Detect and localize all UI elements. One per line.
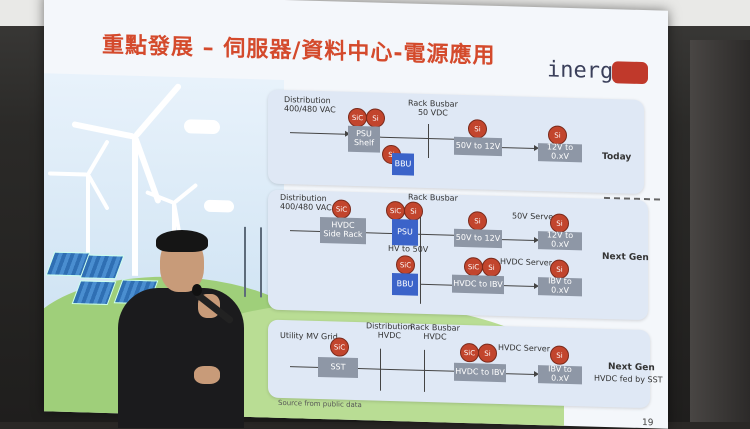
converter-12v-0xv: 12V to 0.xV <box>538 143 582 163</box>
connector-line <box>418 233 458 236</box>
bbu-box: BBU <box>392 273 418 296</box>
si-chip: Si <box>482 257 501 278</box>
sic-chip: SiC <box>348 107 367 128</box>
power-pylon <box>244 226 262 298</box>
page-number: 19 <box>642 417 654 429</box>
row-sublabel-sst: HVDC fed by SST <box>594 373 663 385</box>
hvdc-server-label: HVDC Server <box>498 342 551 354</box>
sst-box: SST <box>318 356 358 379</box>
si-chip: Si <box>468 119 487 139</box>
sic-chip: SiC <box>330 337 349 357</box>
cloud <box>204 199 234 213</box>
diagram-card-today: Distribution 400/480 VAC Rack Busbar 50 … <box>268 89 644 195</box>
busbar-label: Rack Busbar 50 VDC <box>408 98 458 118</box>
distribution-label: Distribution 400/480 VAC <box>280 192 332 213</box>
distribution-label: Distribution 400/480 VAC <box>284 94 336 115</box>
converter-ibv-0xv: IBV to 0.xV <box>538 277 582 297</box>
logo-badge <box>612 61 648 85</box>
diagram-card-nextgen: Distribution 400/480 VAC Rack Busbar SiC… <box>268 189 649 321</box>
si-chip: Si <box>366 108 385 128</box>
converter-ibv-0xv: IBV to 0.xV <box>538 365 582 385</box>
si-chip: Si <box>478 343 497 363</box>
side-wall <box>690 40 750 422</box>
converter-12v-0xv: 12V to 0.xV <box>538 231 582 251</box>
distribution-line <box>380 348 381 391</box>
busbar-hvdc-label: Rack Busbar HVDC <box>410 322 460 342</box>
row-label-nextgen: Next Gen <box>602 251 649 264</box>
distribution-hvdc-label: Distribution HVDC <box>366 321 413 341</box>
connector-line <box>506 373 536 376</box>
busbar-line <box>424 349 425 392</box>
converter-hvdc-ibv: HVDC to IBV <box>454 362 506 383</box>
sic-chip: SiC <box>460 342 479 363</box>
bbu-box: BBU <box>392 153 414 176</box>
hvdc-server-label: HVDC Server <box>500 257 553 268</box>
row-label-nextgen: Next Gen <box>608 362 655 374</box>
connector-line <box>504 285 536 288</box>
connector-line <box>502 147 536 150</box>
si-chip: Si <box>404 201 423 221</box>
sic-chip: SiC <box>464 257 483 277</box>
presenter-body <box>118 288 244 428</box>
busbar-line <box>428 124 429 159</box>
connector-line <box>380 136 460 140</box>
connector-line <box>502 239 536 242</box>
utility-grid-label: Utility MV Grid <box>280 330 338 342</box>
connector-line <box>358 368 456 372</box>
cloud <box>184 119 220 135</box>
wind-turbine <box>132 135 138 276</box>
microphone-head <box>192 284 202 296</box>
connector-line <box>420 283 454 286</box>
slide-title: 重點發展 – 伺服器/資料中心-電源應用 <box>102 32 496 69</box>
hv-to-50v-label: HV to 50V <box>388 243 429 255</box>
hvdc-side-rack-box: HVDC Side Rack <box>320 216 366 245</box>
row-label-today: Today <box>602 151 632 163</box>
si-chip: Si <box>550 345 569 365</box>
busbar-line <box>420 207 421 304</box>
sic-chip: SiC <box>386 200 405 221</box>
connector-line <box>290 132 346 135</box>
presenter-hand <box>194 366 220 384</box>
si-chip: Si <box>468 211 487 231</box>
sic-chip: SiC <box>332 199 351 219</box>
sic-chip: SiC <box>396 255 415 275</box>
psu-box: PSU <box>392 219 418 246</box>
converter-50v-12v: 50V to 12V <box>454 228 502 249</box>
psu-shelf-box: PSU Shelf <box>348 125 380 153</box>
diagram-card-nextgen-sst: Utility MV Grid Distribution HVDC Rack B… <box>268 319 663 409</box>
presenter-hair <box>156 230 208 252</box>
converter-hvdc-ibv: HVDC to IBV <box>452 274 504 295</box>
converter-50v-12v: 50V to 12V <box>454 136 502 157</box>
